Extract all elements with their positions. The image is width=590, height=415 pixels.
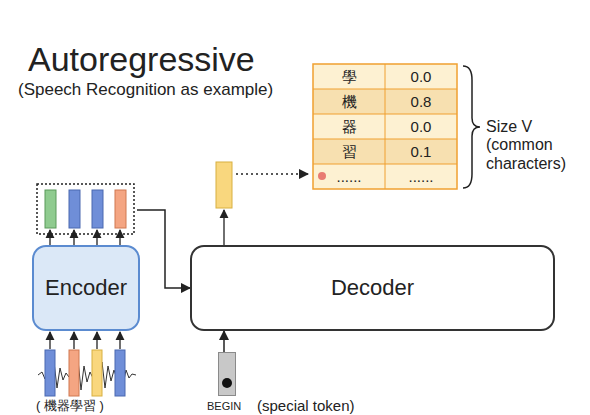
node-label: Encoder bbox=[45, 276, 127, 300]
table-cell: ...... bbox=[313, 164, 385, 189]
node-note: (special token) bbox=[257, 398, 355, 415]
node-label: Decoder bbox=[331, 276, 414, 300]
table-cell: ...... bbox=[385, 164, 457, 189]
distribution-arrow bbox=[236, 173, 308, 175]
encoder-input-arrows bbox=[50, 332, 120, 349]
decoder-output-vector bbox=[216, 162, 232, 208]
input-caption: ( 機器學習 ) bbox=[36, 399, 146, 414]
table-cell: 機 bbox=[313, 89, 385, 114]
table-cell: 學 bbox=[313, 64, 385, 89]
size-bracket bbox=[463, 66, 480, 188]
encoder-input-vectors bbox=[45, 350, 125, 396]
token-dot bbox=[222, 378, 232, 388]
output-group-box bbox=[37, 184, 134, 234]
probability-table bbox=[313, 64, 457, 189]
encoder-output-vectors bbox=[45, 190, 126, 228]
encoder-box: Encoder bbox=[32, 245, 140, 331]
decoder-box: Decoder bbox=[190, 245, 555, 331]
table-cell: 0.1 bbox=[385, 139, 457, 164]
table-cell: 0.0 bbox=[385, 64, 457, 89]
table-cell: 器 bbox=[313, 114, 385, 139]
encoder-output-arrows bbox=[50, 230, 120, 245]
begin-token: BEGIN(special token) bbox=[218, 352, 236, 396]
node-label: BEGIN bbox=[207, 400, 241, 412]
table-cell: 0.8 bbox=[385, 89, 457, 114]
decoder-output-arrow bbox=[223, 210, 224, 245]
title: Autoregressive bbox=[28, 40, 255, 79]
subtitle: (Speech Recognition as example) bbox=[18, 80, 308, 100]
size-note: Size V (common characters) bbox=[486, 118, 586, 173]
table-cell: 習 bbox=[313, 139, 385, 164]
connector-arrow bbox=[223, 331, 225, 352]
table-cell: 0.0 bbox=[385, 114, 457, 139]
pointer-dot bbox=[318, 172, 326, 180]
connector-arrow bbox=[137, 210, 190, 288]
